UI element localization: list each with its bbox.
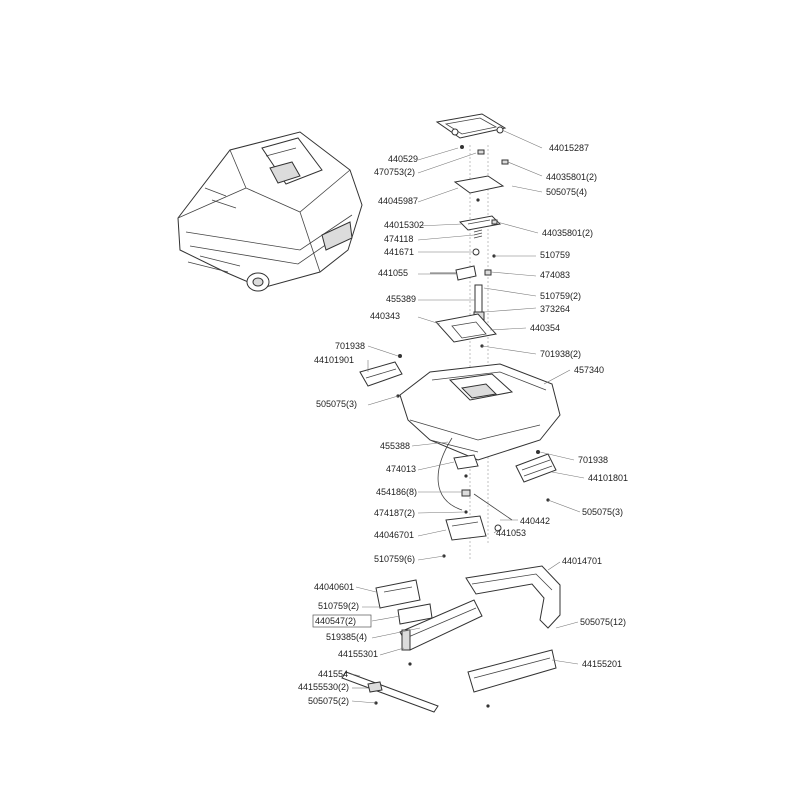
part-number-label: 44155301	[338, 649, 378, 659]
part-number-label: 701938	[578, 455, 608, 465]
part-number-label: 44015302	[384, 220, 424, 230]
part-number-label: 44015287	[549, 143, 589, 153]
part-number-label: 505075(3)	[316, 399, 357, 409]
part-number-label: 505075(12)	[580, 617, 626, 627]
part-number-label: 44155530(2)	[298, 682, 349, 692]
part-number-label: 441671	[384, 247, 414, 257]
part-number-label: 510759(6)	[374, 554, 415, 564]
part-number-label: 474083	[540, 270, 570, 280]
part-number-label: 519385(4)	[326, 632, 367, 642]
part-number-label: 474118	[384, 234, 413, 244]
part-number-label: 510759(2)	[540, 291, 581, 301]
part-number-label: 455388	[380, 441, 410, 451]
assembled-mower-illustration	[177, 131, 363, 292]
part-number-label: 441053	[496, 528, 526, 538]
exploded-parts	[341, 113, 561, 713]
part-number-label: 44014701	[562, 556, 602, 566]
part-number-label: 44035801(2)	[546, 172, 597, 182]
part-number-label: 440343	[370, 311, 400, 321]
part-number-label: 474013	[386, 464, 416, 474]
part-number-label: 44101901	[314, 355, 354, 365]
part-number-label: 441554	[318, 669, 348, 679]
part-number-label: 457340	[574, 365, 604, 375]
leader-lines	[351, 129, 585, 704]
part-number-label: 440354	[530, 323, 560, 333]
part-number-label: 455389	[386, 294, 416, 304]
part-number-label: 440547(2)	[315, 616, 356, 626]
part-number-label: 701938(2)	[540, 349, 581, 359]
part-number-label: 505075(4)	[546, 187, 587, 197]
part-number-label: 470753(2)	[374, 167, 415, 177]
part-number-label: 44046701	[374, 530, 414, 540]
part-number-label: 440442	[520, 516, 550, 526]
part-number-label: 44045987	[378, 196, 418, 206]
part-number-label: 701938	[335, 341, 365, 351]
part-number-label: 505075(2)	[308, 696, 349, 706]
part-number-label: 510759(2)	[318, 601, 359, 611]
part-number-label: 441055	[378, 268, 408, 278]
part-number-label: 44155201	[582, 659, 622, 669]
part-number-label: 474187(2)	[374, 508, 415, 518]
part-number-label: 44101801	[588, 473, 628, 483]
part-number-label: 454186(8)	[376, 487, 417, 497]
part-number-label: 373264	[540, 304, 570, 314]
part-number-label: 440529	[388, 154, 418, 164]
part-number-labels: 440529 470753(2) 44015287 44035801(2) 505075…	[298, 143, 628, 706]
part-number-label: 44040601	[314, 582, 354, 592]
part-number-label: 505075(3)	[582, 507, 623, 517]
part-number-label: 510759	[540, 250, 570, 260]
label-highlight-box	[312, 614, 372, 628]
part-number-label: 44035801(2)	[542, 228, 593, 238]
